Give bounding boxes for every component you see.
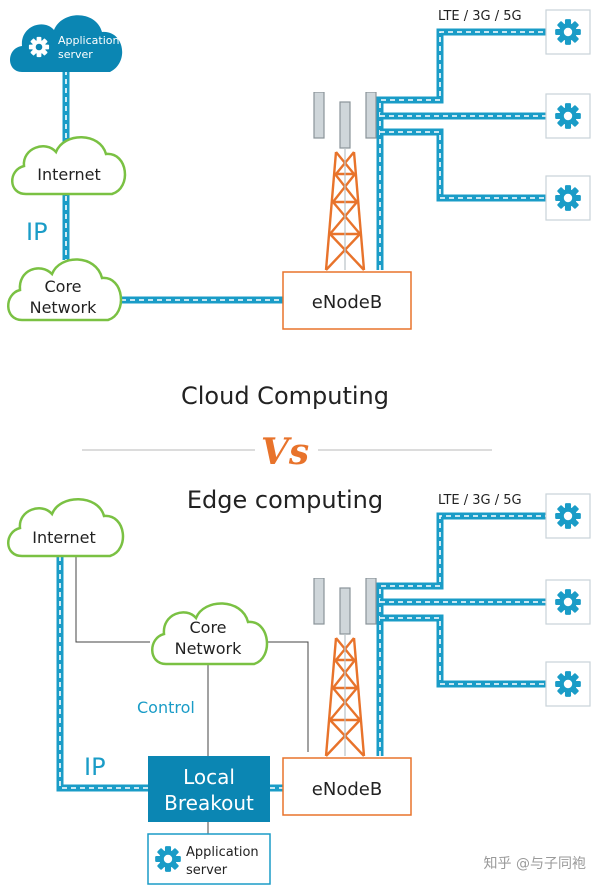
bottom-radio-label: LTE / 3G / 5G [438,493,522,508]
top-device-2-gear-icon [555,103,581,129]
bottom-tower-icon [312,578,378,758]
bottom-core-line1: Core [189,618,226,637]
bottom-device-1 [545,493,591,539]
bottom-internet-cloud: Internet [7,498,125,558]
vs-label: Vs [261,431,309,473]
bottom-app-server-gear-icon [155,846,181,872]
top-enodeb-label: eNodeB [312,292,382,313]
top-enodeb-box [282,271,412,330]
bottom-radio-links [376,512,548,756]
local-breakout-box [148,756,270,822]
top-internet-label: Internet [37,165,101,184]
cloud-computing-title: Cloud Computing [181,382,389,410]
bottom-device-2-gear-icon [555,589,581,615]
top-app-server-cloud: Application server [10,15,123,73]
edge-diagram: Internet Core Network Control IP Local B… [7,493,591,885]
top-device-3 [545,175,591,221]
top-app-server-gear-icon [28,36,50,58]
edge-computing-title: Edge computing [187,486,383,514]
bottom-device-3-gear-icon [555,671,581,697]
bottom-app-server-line2: server [186,863,228,878]
bottom-device-2 [545,579,591,625]
bottom-core-cloud: Core Network [151,602,269,666]
top-ip-label: IP [26,218,48,246]
top-core-cloud: Core Network [7,258,123,322]
control-label: Control [137,698,195,717]
bottom-ip-link [56,556,150,792]
top-core-line2: Network [30,298,98,317]
top-radio-links [376,28,548,270]
top-internet-cloud: Internet [11,136,127,196]
bottom-device-1-gear-icon [555,503,581,529]
top-device-1 [545,9,591,55]
bottom-core-line2: Network [175,639,243,658]
top-radio-label: LTE / 3G / 5G [438,9,522,24]
bottom-ip-label: IP [84,753,106,781]
top-core-line1: Core [44,277,81,296]
cloud-diagram: Application server Internet IP Core Netw… [7,9,591,330]
watermark: 知乎 @与子同袍 [484,855,586,872]
bottom-app-server-line1: Application [186,845,259,860]
top-app-server-line1: Application [58,34,119,47]
control-lines [75,556,309,836]
bottom-internet-label: Internet [32,528,96,547]
local-breakout-line1: Local [183,765,235,789]
top-device-2 [545,93,591,139]
top-device-3-gear-icon [555,185,581,211]
top-app-server-line2: server [58,48,93,61]
bottom-enodeb-label: eNodeB [312,779,382,800]
top-device-1-gear-icon [555,19,581,45]
local-breakout-line2: Breakout [164,791,254,815]
bottom-device-3 [545,661,591,707]
top-tower-icon [312,92,378,272]
bottom-enodeb-box [282,757,412,816]
